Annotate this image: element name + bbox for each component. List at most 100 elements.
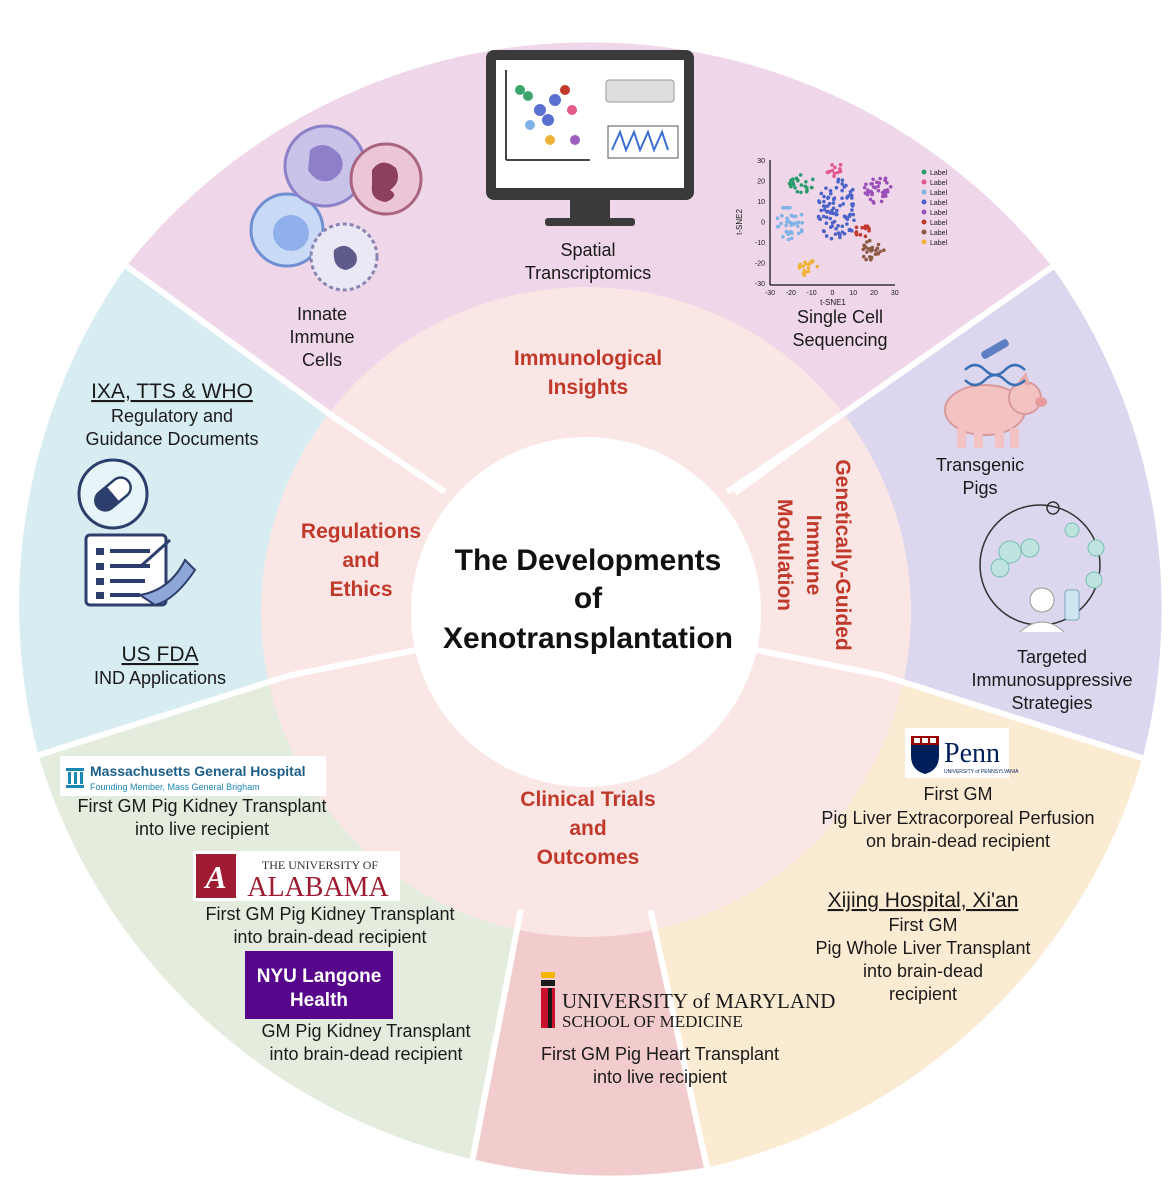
tsne-dot xyxy=(789,236,794,241)
tsne-dot xyxy=(810,260,815,264)
tsne-y-tick: 20 xyxy=(757,179,765,186)
tsne-dot xyxy=(798,173,803,177)
center-title-line2: of xyxy=(574,582,603,615)
tsne-dot xyxy=(842,214,847,219)
tsne-legend-swatch xyxy=(921,179,927,185)
category-genetic: Genetically-Guided Immune Modulation xyxy=(773,459,854,650)
targeted-immunosuppressive-label: Targeted Immunosuppressive Strategies xyxy=(971,647,1132,713)
tsne-dot xyxy=(863,234,868,239)
tsne-dot xyxy=(784,229,789,234)
transgenic-pigs-label: Transgenic Pigs xyxy=(936,455,1024,498)
nyu-logo: NYU Langone Health xyxy=(245,951,393,1019)
tsne-dot xyxy=(829,236,834,241)
outer-ring xyxy=(19,42,1162,1176)
tsne-dot xyxy=(817,199,821,203)
sector-immunological xyxy=(126,42,1053,418)
tsne-x-tick: -30 xyxy=(765,290,775,297)
category-regulations: Regulations and Ethics xyxy=(301,520,421,601)
alabama-line1: First GM Pig Kidney Transplant xyxy=(205,904,454,924)
tsne-dot xyxy=(824,234,829,238)
tsne-dot xyxy=(803,260,807,265)
targeted-line2: Immunosuppressive xyxy=(971,670,1132,690)
targeted-line3: Strategies xyxy=(1011,693,1092,713)
tsne-dot xyxy=(865,240,869,244)
tsne-dot xyxy=(863,191,868,196)
tsne-dot xyxy=(785,220,789,224)
tsne-dot xyxy=(826,195,831,200)
xijing-line4: recipient xyxy=(889,984,957,1004)
tsne-dot xyxy=(840,224,845,229)
tsne-dot xyxy=(845,222,849,226)
alabama-logo: A THE UNIVERSITY OF ALABAMA xyxy=(193,851,400,903)
mgh-line1: First GM Pig Kidney Transplant xyxy=(77,796,326,816)
tsne-dot xyxy=(821,214,826,219)
fda-block: US FDA IND Applications xyxy=(94,643,226,688)
tsne-dot xyxy=(870,192,874,197)
tsne-dot xyxy=(832,171,837,176)
center-title-line3: Xenotransplantation xyxy=(443,622,733,655)
tsne-dot xyxy=(864,245,869,250)
ixa-line1: Regulatory and xyxy=(111,406,233,426)
tsne-legend-label: Label xyxy=(930,210,948,217)
tsne-dot xyxy=(840,182,845,186)
tsne-dot xyxy=(827,169,832,174)
tsne-dot xyxy=(784,223,789,228)
category-regulations-line1: Regulations xyxy=(301,520,421,543)
transgenic-line2: Pigs xyxy=(962,478,997,498)
tsne-dot xyxy=(885,189,890,194)
tsne-dot xyxy=(860,225,865,230)
tsne-dot xyxy=(822,229,826,234)
tsne-dot xyxy=(830,163,834,167)
penn-shield-icon xyxy=(911,736,939,774)
dna-icon xyxy=(964,339,1026,387)
tsne-legend-label: Label xyxy=(930,190,948,197)
tsne-y-tick: 30 xyxy=(757,158,765,165)
xijing-block: Xijing Hospital, Xi'an First GM Pig Whol… xyxy=(815,889,1030,1004)
tsne-dot xyxy=(878,249,883,254)
tsne-dot xyxy=(819,191,824,196)
fda-line1: IND Applications xyxy=(94,668,226,688)
immunosuppression-cycle-illustration xyxy=(979,501,1105,633)
tsne-y-tick: -20 xyxy=(755,261,765,268)
targeted-line1: Targeted xyxy=(1017,647,1087,667)
tsne-dot xyxy=(804,185,809,190)
tsne-dot xyxy=(836,231,841,235)
tsne-dot xyxy=(824,186,828,190)
tsne-dot xyxy=(867,247,872,251)
tsne-dot xyxy=(788,220,793,225)
tsne-dot xyxy=(864,257,868,262)
maryland-line1: First GM Pig Heart Transplant xyxy=(541,1044,779,1064)
category-clinical-line3: Outcomes xyxy=(537,846,640,869)
tsne-dot xyxy=(835,170,840,175)
penn-logo: Penn UNIVERSITY of PENNSYLVANIA xyxy=(905,728,1019,778)
pig-icon xyxy=(944,372,1047,448)
tsne-dot xyxy=(840,188,844,193)
tsne-dot xyxy=(863,224,868,228)
tsne-dot xyxy=(824,215,829,220)
penn-line1: First GM xyxy=(924,784,993,804)
tsne-dot xyxy=(780,213,784,218)
category-regulations-line2: and xyxy=(342,549,379,572)
tsne-dot xyxy=(851,212,856,217)
tsne-dot xyxy=(799,228,804,232)
tsne-dot xyxy=(871,199,875,204)
tsne-dot xyxy=(789,184,793,189)
innate-immune-cells-illustration xyxy=(249,124,423,292)
tsne-dot xyxy=(828,191,833,196)
alabama-line2: into brain-dead recipient xyxy=(233,927,426,947)
tsne-x-tick: 10 xyxy=(849,290,857,297)
tsne-dot xyxy=(791,182,796,186)
tsne-dot xyxy=(833,165,837,170)
tsne-dot xyxy=(834,185,839,190)
tsne-dot xyxy=(830,168,835,173)
tsne-x-tick: 0 xyxy=(830,290,834,297)
innate-line3: Cells xyxy=(302,350,342,370)
tsne-dot xyxy=(805,188,809,193)
maryland-logo: UNIVERSITY of MARYLAND SCHOOL OF MEDICIN… xyxy=(541,972,835,1031)
tsne-dot xyxy=(858,232,863,237)
penn-logo-sub: UNIVERSITY of PENNSYLVANIA xyxy=(944,769,1019,775)
ixa-block: IXA, TTS & WHO Regulatory and Guidance D… xyxy=(85,380,258,449)
